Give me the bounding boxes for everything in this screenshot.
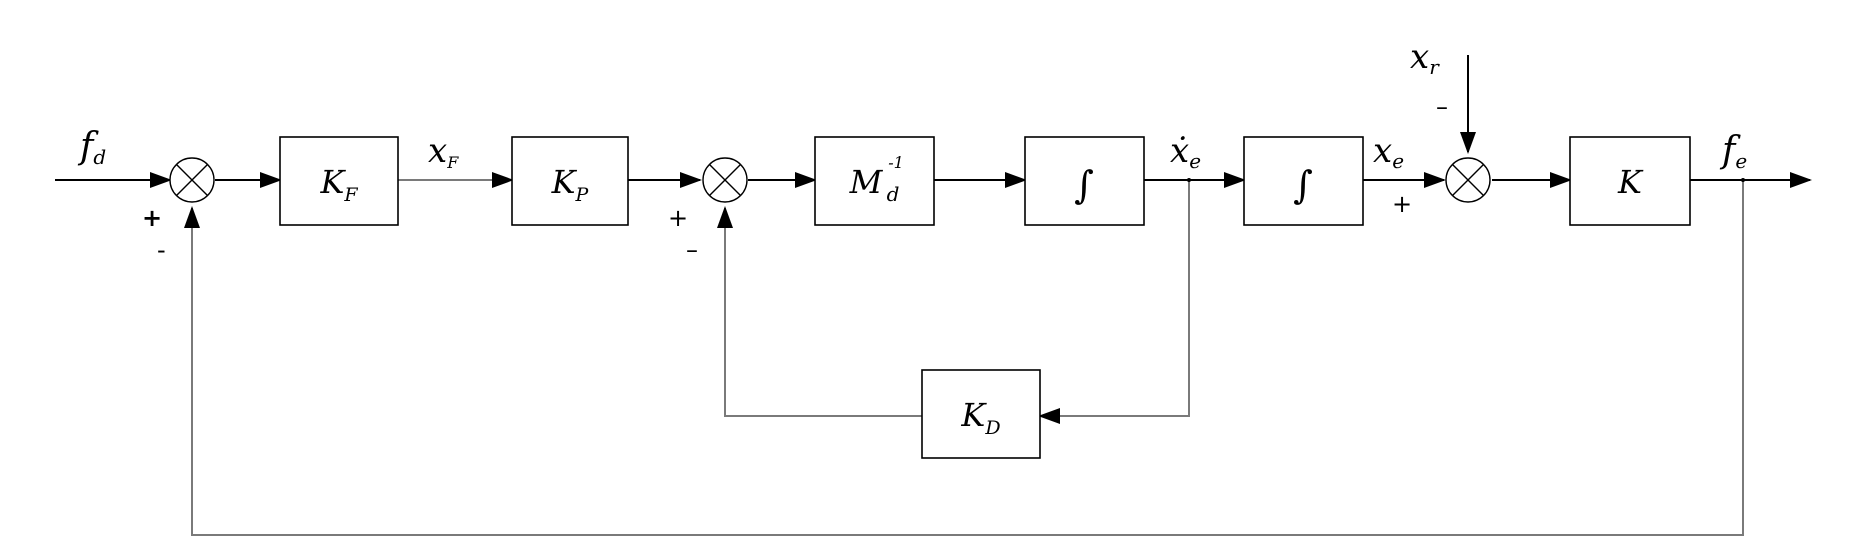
svg-text:M: M	[849, 163, 884, 201]
svg-text:KD: KD	[960, 396, 1000, 439]
block-KD: KD	[921, 369, 1041, 459]
junction-fe	[1741, 178, 1745, 182]
sign-sum2-plus: +	[668, 204, 688, 232]
block-integrator-2: ∫	[1243, 136, 1364, 226]
block-Md-inverse: M -1 d	[814, 136, 935, 226]
block-integrator-1: ∫	[1024, 136, 1145, 226]
signal-label-xe-dot: ẋe	[1170, 131, 1201, 173]
signal-label-xF: xF	[428, 131, 459, 172]
svg-text:d: d	[887, 182, 900, 206]
sign-sum2-minus: –	[686, 236, 698, 264]
signal-label-xr: xr	[1410, 37, 1440, 79]
sign-sum3-minus: –	[1436, 93, 1448, 121]
sum-junction-3	[1445, 157, 1491, 203]
sign-sum1-plus: +	[142, 204, 162, 232]
block-KF: KF	[279, 136, 399, 226]
block-KP: KP	[511, 136, 629, 226]
svg-text:KF: KF	[319, 163, 358, 206]
wire-outer-feedback	[184, 180, 1744, 536]
junction-xe-dot	[1187, 178, 1191, 182]
sum-junction-2	[702, 157, 748, 203]
sign-sum1-minus: -	[157, 236, 166, 264]
signal-label-fd: fd	[77, 126, 106, 169]
svg-text:∫: ∫	[1074, 163, 1094, 207]
svg-text:-1: -1	[888, 153, 904, 172]
signal-label-fe: fe	[1719, 130, 1747, 173]
wire-KD-feedback-out	[717, 206, 922, 417]
svg-text:KP: KP	[551, 163, 590, 206]
sign-sum3-plus: +	[1392, 190, 1412, 218]
signal-label-xe: xe	[1373, 131, 1404, 173]
svg-text:K: K	[1617, 163, 1644, 201]
sum-junction-1	[169, 157, 215, 203]
wire-KD-feedback-in	[1038, 180, 1190, 424]
svg-text:∫: ∫	[1293, 163, 1313, 207]
block-K: K	[1569, 136, 1691, 226]
